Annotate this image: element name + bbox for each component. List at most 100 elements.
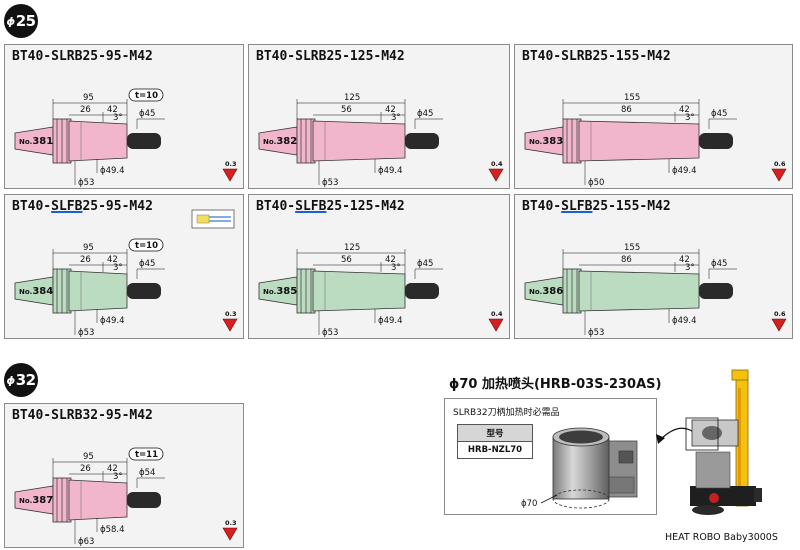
holder-number: No.381	[19, 136, 53, 147]
dim-angle: 3°	[391, 263, 401, 273]
dim-d1: 86	[621, 105, 632, 115]
rate-value: 0.3	[225, 310, 237, 318]
badge-diameter: 25	[15, 12, 36, 30]
title-part: BT40-	[256, 199, 296, 214]
holder-number: No.386	[529, 286, 563, 297]
holder-title: BT40-SLRB25-95-M42	[12, 49, 153, 64]
rate-value: 0.3	[225, 160, 237, 168]
down-arrow-icon	[222, 527, 238, 541]
dim-total: 155	[624, 243, 640, 253]
holder-title: BT40-SLFB25-125-M42	[256, 199, 405, 214]
dim-angle: 3°	[113, 472, 123, 482]
dim-tip-dia: ϕ45	[417, 259, 433, 269]
dim-tip-dia: ϕ45	[711, 259, 727, 269]
dim-dia-a: ϕ50	[588, 178, 604, 188]
holder-number: No.385	[263, 286, 297, 297]
dim-d1: 56	[341, 255, 352, 265]
coolant-insert-icon	[191, 209, 235, 229]
dim-dia-b: ϕ49.4	[100, 166, 125, 176]
holder-number: No.382	[263, 136, 297, 147]
dim-d2: 42	[107, 464, 118, 474]
title-part: 25-125-M42	[326, 199, 405, 214]
rate-value: 0.6	[774, 160, 786, 168]
holder-title: BT40-SLFB25-95-M42	[12, 199, 153, 214]
t-label: t=10	[135, 91, 158, 101]
dim-d1: 26	[80, 105, 91, 115]
badge-phi-symbol: ϕ	[6, 373, 15, 387]
dim-dia-b: ϕ49.4	[672, 166, 697, 176]
nozzle-title: ϕ70 加热喷头(HRB-03S-230AS)	[449, 377, 662, 392]
double-arrow-icon	[659, 427, 697, 441]
title-part: 25-155-M42	[592, 199, 671, 214]
title-underlined-part: SLFB	[561, 199, 593, 214]
dim-d2: 42	[385, 105, 396, 115]
title-part: BT40-SLRB25-155-M42	[522, 49, 671, 64]
robot-label: HEAT ROBO Baby3000S	[665, 532, 778, 543]
rate-value: 0.4	[491, 160, 503, 168]
title-part: 25-95-M42	[82, 199, 153, 214]
down-arrow-icon	[771, 168, 787, 182]
dim-total: 125	[344, 243, 360, 253]
dim-angle: 3°	[685, 113, 695, 123]
title-part: BT40-SLRB32-95-M42	[12, 408, 153, 423]
down-arrow-icon	[488, 168, 504, 182]
dim-dia-b: ϕ58.4	[100, 525, 125, 535]
title-part: BT40-SLRB25-95-M42	[12, 49, 153, 64]
dim-d2: 42	[107, 255, 118, 265]
dim-dia-a: ϕ63	[78, 537, 94, 547]
dim-total: 95	[83, 243, 94, 253]
t-label: t=10	[135, 241, 158, 251]
nozzle-caption: SLRB32刀柄加热时必需品	[453, 408, 560, 418]
badge-diameter: 32	[15, 371, 36, 389]
dim-tip-dia: ϕ45	[139, 109, 155, 119]
dim-angle: 3°	[685, 263, 695, 273]
dim-d1: 86	[621, 255, 632, 265]
dim-d1: 26	[80, 464, 91, 474]
nozzle-diameter-label: ϕ70	[521, 499, 537, 509]
model-value-cell: HRB-NZL70	[457, 441, 533, 459]
title-underlined-part: SLFB	[295, 199, 327, 214]
down-arrow-icon	[222, 168, 238, 182]
badge-phi-symbol: ϕ	[6, 14, 15, 28]
rate-value: 0.3	[225, 519, 237, 527]
nozzle-box: SLRB32刀柄加热时必需品 型号 HRB-NZL70 ϕ70	[444, 398, 657, 515]
down-arrow-icon	[771, 318, 787, 332]
dim-dia-a: ϕ53	[588, 328, 604, 338]
dim-tip-dia: ϕ45	[417, 109, 433, 119]
dim-dia-b: ϕ49.4	[378, 166, 403, 176]
section-badge-phi32: ϕ 32	[4, 363, 38, 397]
dim-total: 125	[344, 93, 360, 103]
rate-value: 0.6	[774, 310, 786, 318]
dim-total: 95	[83, 93, 94, 103]
nozzle-model-table: 型号 HRB-NZL70	[457, 424, 533, 459]
dim-dia-b: ϕ49.4	[672, 316, 697, 326]
dim-d1: 56	[341, 105, 352, 115]
title-part: BT40-	[522, 199, 562, 214]
holder-title: BT40-SLRB25-155-M42	[522, 49, 671, 64]
dim-total: 155	[624, 93, 640, 103]
dim-dia-a: ϕ53	[322, 178, 338, 188]
title-part: BT40-	[12, 199, 52, 214]
down-arrow-icon	[488, 318, 504, 332]
holder-number: No.384	[19, 286, 53, 297]
nozzle-illustration: ϕ70	[521, 427, 638, 509]
dim-angle: 3°	[113, 113, 123, 123]
dim-d2: 42	[679, 105, 690, 115]
dim-dia-a: ϕ53	[322, 328, 338, 338]
rate-value: 0.4	[491, 310, 503, 318]
holder-title: BT40-SLRB25-125-M42	[256, 49, 405, 64]
holder-title: BT40-SLRB32-95-M42	[12, 408, 153, 423]
dim-dia-b: ϕ49.4	[378, 316, 403, 326]
dim-tip-dia: ϕ54	[139, 468, 155, 478]
